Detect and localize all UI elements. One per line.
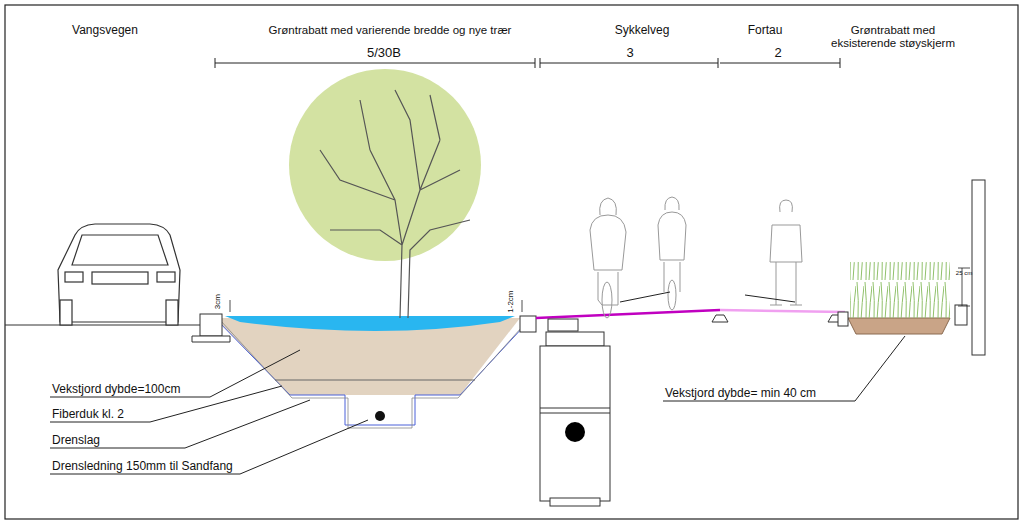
road-name: Vangsvegen: [72, 24, 138, 38]
callout-text: Vekstjord dybde=100cm: [52, 383, 180, 397]
callout-text: Drenslag: [52, 434, 100, 448]
dimension: 1-2cm: [505, 291, 514, 313]
callout-text: Vekstjord dybde= min 40 cm: [665, 387, 816, 401]
dimension: 3cm: [213, 294, 222, 309]
dimension: 5/30B: [367, 46, 401, 61]
zone-title: Grøntrabatt med varierende bredde og nye…: [269, 24, 512, 37]
dimension: 3: [626, 46, 633, 61]
dimension: 2: [774, 46, 781, 61]
callout-text: Fiberduk kl. 2: [52, 408, 124, 422]
callout-text: Drensledning 150mm til Sandfang: [52, 460, 233, 474]
dimension: 25 cm: [956, 270, 972, 277]
zone-title: Fortau: [748, 24, 783, 38]
zone-title: Grøntrabatt med eksisterende støyskjerm: [831, 24, 956, 50]
zone-title: Sykkelveg: [615, 24, 670, 38]
